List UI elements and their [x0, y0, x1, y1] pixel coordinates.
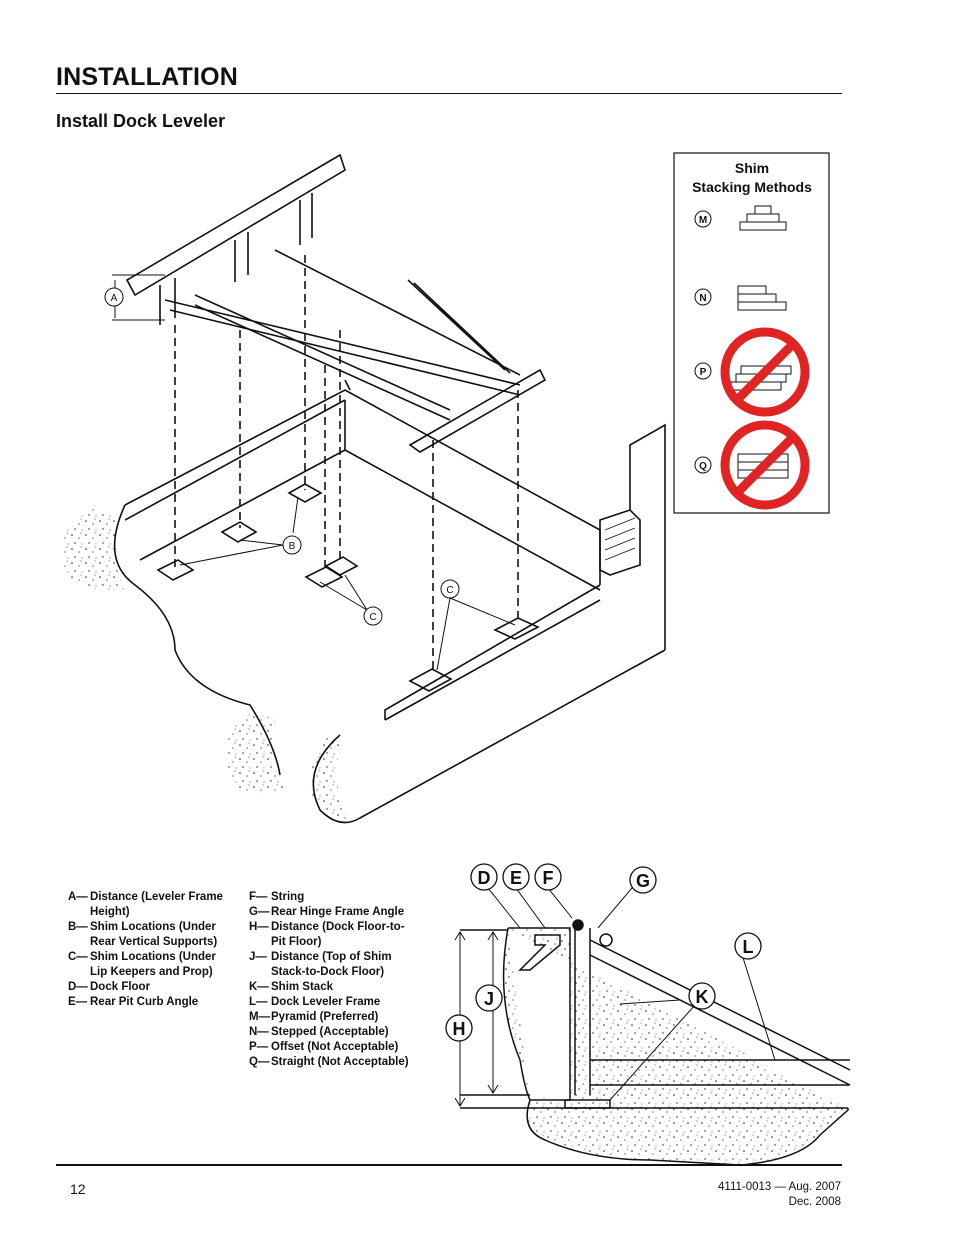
header-rule: [56, 93, 842, 94]
callout-c: C: [369, 612, 376, 623]
section-title: INSTALLATION: [56, 63, 239, 91]
section-view: [454, 887, 851, 1166]
document-revision: 4111-0013 — Aug. 2007 Dec. 2008: [718, 1181, 841, 1208]
method-letter: P: [700, 367, 707, 378]
legend-item: P—Offset (Not Acceptable): [249, 1041, 399, 1053]
shim-panel: M N P Q: [673, 152, 830, 514]
legend-item: N—Stepped (Acceptable): [249, 1026, 389, 1038]
shim-panel-title: Shim Stacking Methods: [692, 160, 812, 195]
subsection-title: Install Dock Leveler: [56, 111, 226, 131]
label-h: H: [453, 1019, 466, 1039]
label-f: F: [543, 868, 554, 888]
label-j: J: [484, 989, 494, 1009]
legend-item: M—Pyramid (Preferred): [249, 1011, 379, 1023]
legend-item: H—Distance (Dock Floor-to-Pit Floor): [249, 921, 405, 948]
legend-item: D—Dock Floor: [68, 981, 151, 993]
legend-item: F—String: [249, 891, 305, 903]
method-letter: M: [699, 215, 707, 226]
method-letter: Q: [699, 461, 707, 472]
label-d: D: [478, 868, 491, 888]
callout-c: C: [446, 585, 453, 596]
legend-column-2: F—String G—Rear Hinge Frame Angle H—Dist…: [249, 890, 409, 1070]
label-k: K: [696, 987, 709, 1007]
footer-rule: [56, 1164, 842, 1166]
legend-item: Q—Straight (Not Acceptable): [249, 1056, 409, 1068]
section-callouts: [445, 863, 762, 1042]
method-letter: N: [699, 293, 706, 304]
pit-illustration: [61, 153, 666, 824]
label-l: L: [743, 937, 754, 957]
legend-item: L—Dock Leveler Frame: [249, 996, 381, 1008]
legend-item: K—Shim Stack: [249, 981, 333, 993]
label-e: E: [510, 868, 522, 888]
callout-b: B: [289, 541, 296, 552]
label-g: G: [636, 871, 650, 891]
callout-circles: [104, 287, 460, 626]
legend-item: E—Rear Pit Curb Angle: [68, 996, 199, 1008]
page-number: 12: [70, 1181, 86, 1197]
callout-a: A: [111, 293, 118, 304]
legend-item: G—Rear Hinge Frame Angle: [249, 906, 405, 918]
